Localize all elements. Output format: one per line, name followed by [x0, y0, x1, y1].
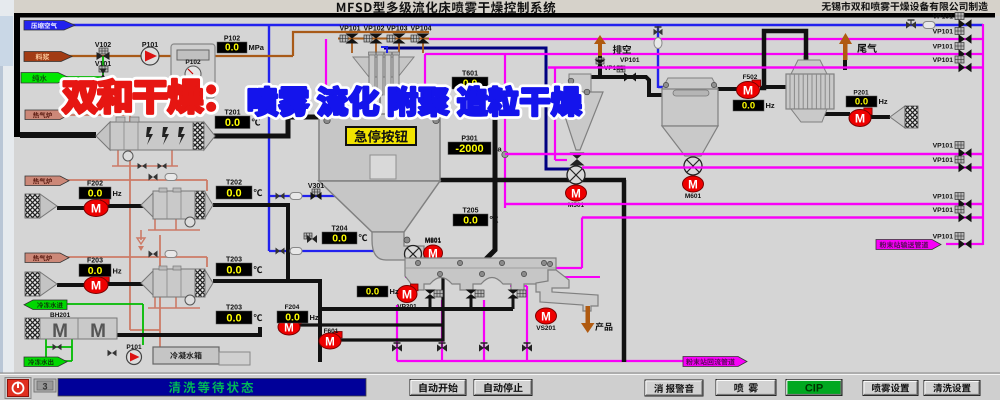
- svg-text:M: M: [571, 187, 581, 200]
- svg-text:VS201: VS201: [536, 325, 556, 332]
- svg-text:VP104: VP104: [410, 26, 431, 33]
- svg-text:M801: M801: [425, 237, 442, 244]
- svg-text:M601: M601: [685, 193, 702, 200]
- svg-text:M: M: [688, 178, 698, 191]
- svg-text:P201: P201: [853, 90, 869, 97]
- svg-text:T202: T202: [226, 180, 242, 187]
- svg-text:F202: F202: [87, 181, 103, 188]
- svg-text:0.0: 0.0: [226, 313, 241, 325]
- svg-text:Hz: Hz: [113, 267, 122, 276]
- svg-text:P102: P102: [185, 59, 201, 66]
- svg-text:M: M: [428, 247, 438, 260]
- svg-text:Hz: Hz: [113, 189, 122, 198]
- svg-text:M: M: [541, 310, 551, 323]
- svg-text:M: M: [402, 288, 412, 302]
- svg-text:BH201: BH201: [50, 312, 71, 319]
- svg-text:0.0: 0.0: [225, 117, 240, 129]
- svg-text:Hz: Hz: [879, 97, 888, 106]
- svg-text:V101: V101: [95, 61, 111, 68]
- svg-text:M: M: [91, 279, 101, 293]
- svg-text:-2000: -2000: [455, 143, 483, 155]
- svg-text:F502: F502: [743, 74, 758, 81]
- svg-text:T204: T204: [332, 226, 348, 233]
- svg-text:MPa: MPa: [249, 43, 265, 52]
- svg-text:M: M: [855, 112, 865, 126]
- svg-text:VP101: VP101: [620, 57, 640, 64]
- svg-text:0.0: 0.0: [332, 233, 347, 245]
- svg-text:0.0: 0.0: [225, 43, 239, 54]
- svg-text:0.0: 0.0: [88, 265, 103, 277]
- svg-text:VP101: VP101: [933, 143, 954, 150]
- svg-text:0.0: 0.0: [463, 215, 478, 227]
- svg-text:0.0: 0.0: [855, 97, 868, 108]
- svg-text:Pa: Pa: [493, 145, 503, 154]
- svg-text:F601: F601: [324, 328, 339, 335]
- svg-text:Hz: Hz: [390, 287, 399, 296]
- svg-text:T601: T601: [462, 71, 478, 78]
- svg-text:VP102: VP102: [363, 26, 384, 33]
- svg-text:F204: F204: [285, 304, 300, 311]
- svg-text:VP101: VP101: [933, 207, 954, 214]
- svg-text:VP101: VP101: [933, 57, 954, 64]
- svg-text:CIP: CIP: [805, 383, 823, 395]
- svg-text:VP101: VP101: [933, 14, 954, 21]
- svg-text:VP103: VP103: [386, 26, 407, 33]
- svg-text:Hz: Hz: [310, 313, 319, 322]
- svg-text:3: 3: [42, 382, 47, 392]
- svg-text:M: M: [743, 84, 753, 98]
- svg-text:M: M: [52, 321, 68, 342]
- svg-text:Hz: Hz: [766, 101, 775, 110]
- svg-text:V102: V102: [95, 42, 111, 49]
- svg-text:VP201: VP201: [397, 304, 417, 311]
- svg-text:F203: F203: [87, 258, 103, 265]
- svg-text:0.0: 0.0: [366, 287, 379, 298]
- svg-text:VP101: VP101: [933, 157, 954, 164]
- svg-text:T205: T205: [463, 208, 479, 215]
- svg-text:VP101: VP101: [339, 26, 360, 33]
- svg-text:0.0: 0.0: [226, 265, 241, 277]
- svg-text:VP101: VP101: [933, 234, 954, 241]
- svg-text:0.0: 0.0: [285, 312, 300, 324]
- svg-text:M: M: [284, 321, 294, 334]
- svg-text:T201: T201: [225, 110, 241, 117]
- svg-text:P101: P101: [142, 42, 158, 49]
- svg-text:M: M: [325, 335, 335, 348]
- svg-text:0.0: 0.0: [742, 101, 755, 112]
- svg-text:VP101: VP101: [933, 44, 954, 51]
- svg-text:VP101: VP101: [933, 194, 954, 201]
- svg-text:0.0: 0.0: [88, 188, 103, 200]
- svg-text:M: M: [90, 321, 106, 342]
- svg-text:0.0: 0.0: [226, 188, 241, 200]
- svg-text:M: M: [91, 202, 101, 216]
- svg-text:M501: M501: [568, 202, 585, 209]
- svg-text:P102: P102: [224, 36, 240, 43]
- svg-text:V301: V301: [308, 183, 324, 190]
- svg-text:P301: P301: [461, 136, 477, 143]
- svg-text:T203: T203: [226, 305, 242, 312]
- svg-text:P101: P101: [126, 344, 142, 351]
- svg-text:VP101: VP101: [933, 29, 954, 36]
- svg-text:T203: T203: [226, 257, 242, 264]
- svg-text:M801: M801: [425, 238, 442, 245]
